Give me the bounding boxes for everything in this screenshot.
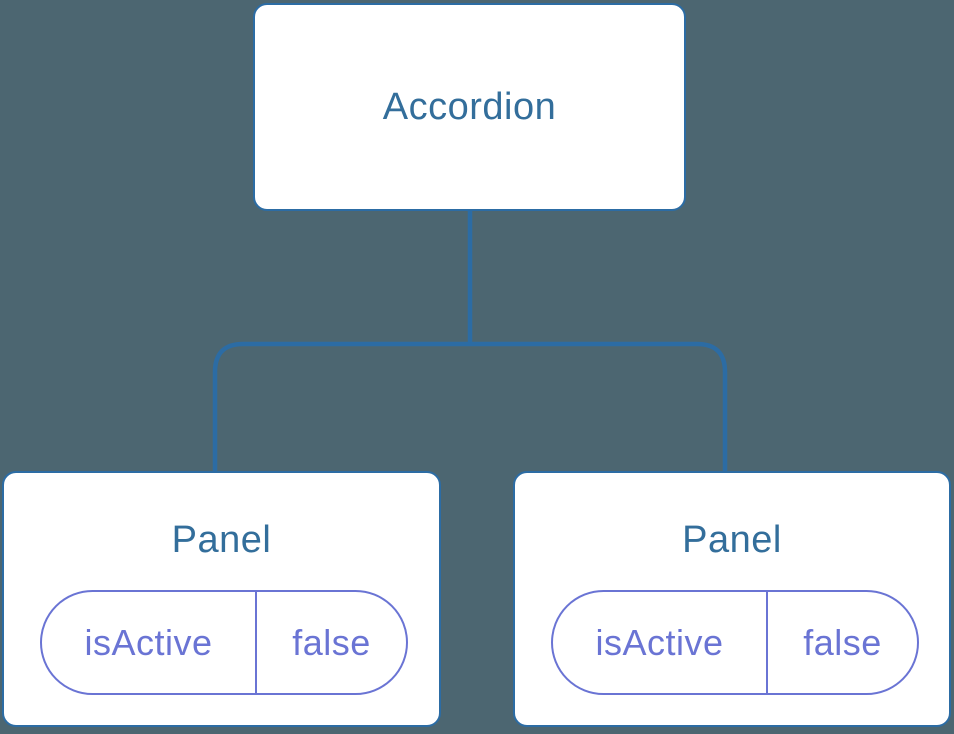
node-panel-1: Panel isActive false [2,471,441,727]
state-value: false [292,621,371,663]
children-bracket-line [212,341,728,471]
state-value: false [803,621,882,663]
panel-1-label: Panel [171,519,272,561]
accordion-node-label: Accordion [382,86,557,128]
panel-1-state-pill: isActive false [40,590,408,695]
state-key: isActive [553,592,768,693]
state-key: isActive [42,592,257,693]
panel-2-state-pill: isActive false [551,590,919,695]
node-accordion: Accordion [253,3,686,211]
panel-2-label: Panel [682,519,782,561]
node-panel-2: Panel isActive false [513,471,951,727]
